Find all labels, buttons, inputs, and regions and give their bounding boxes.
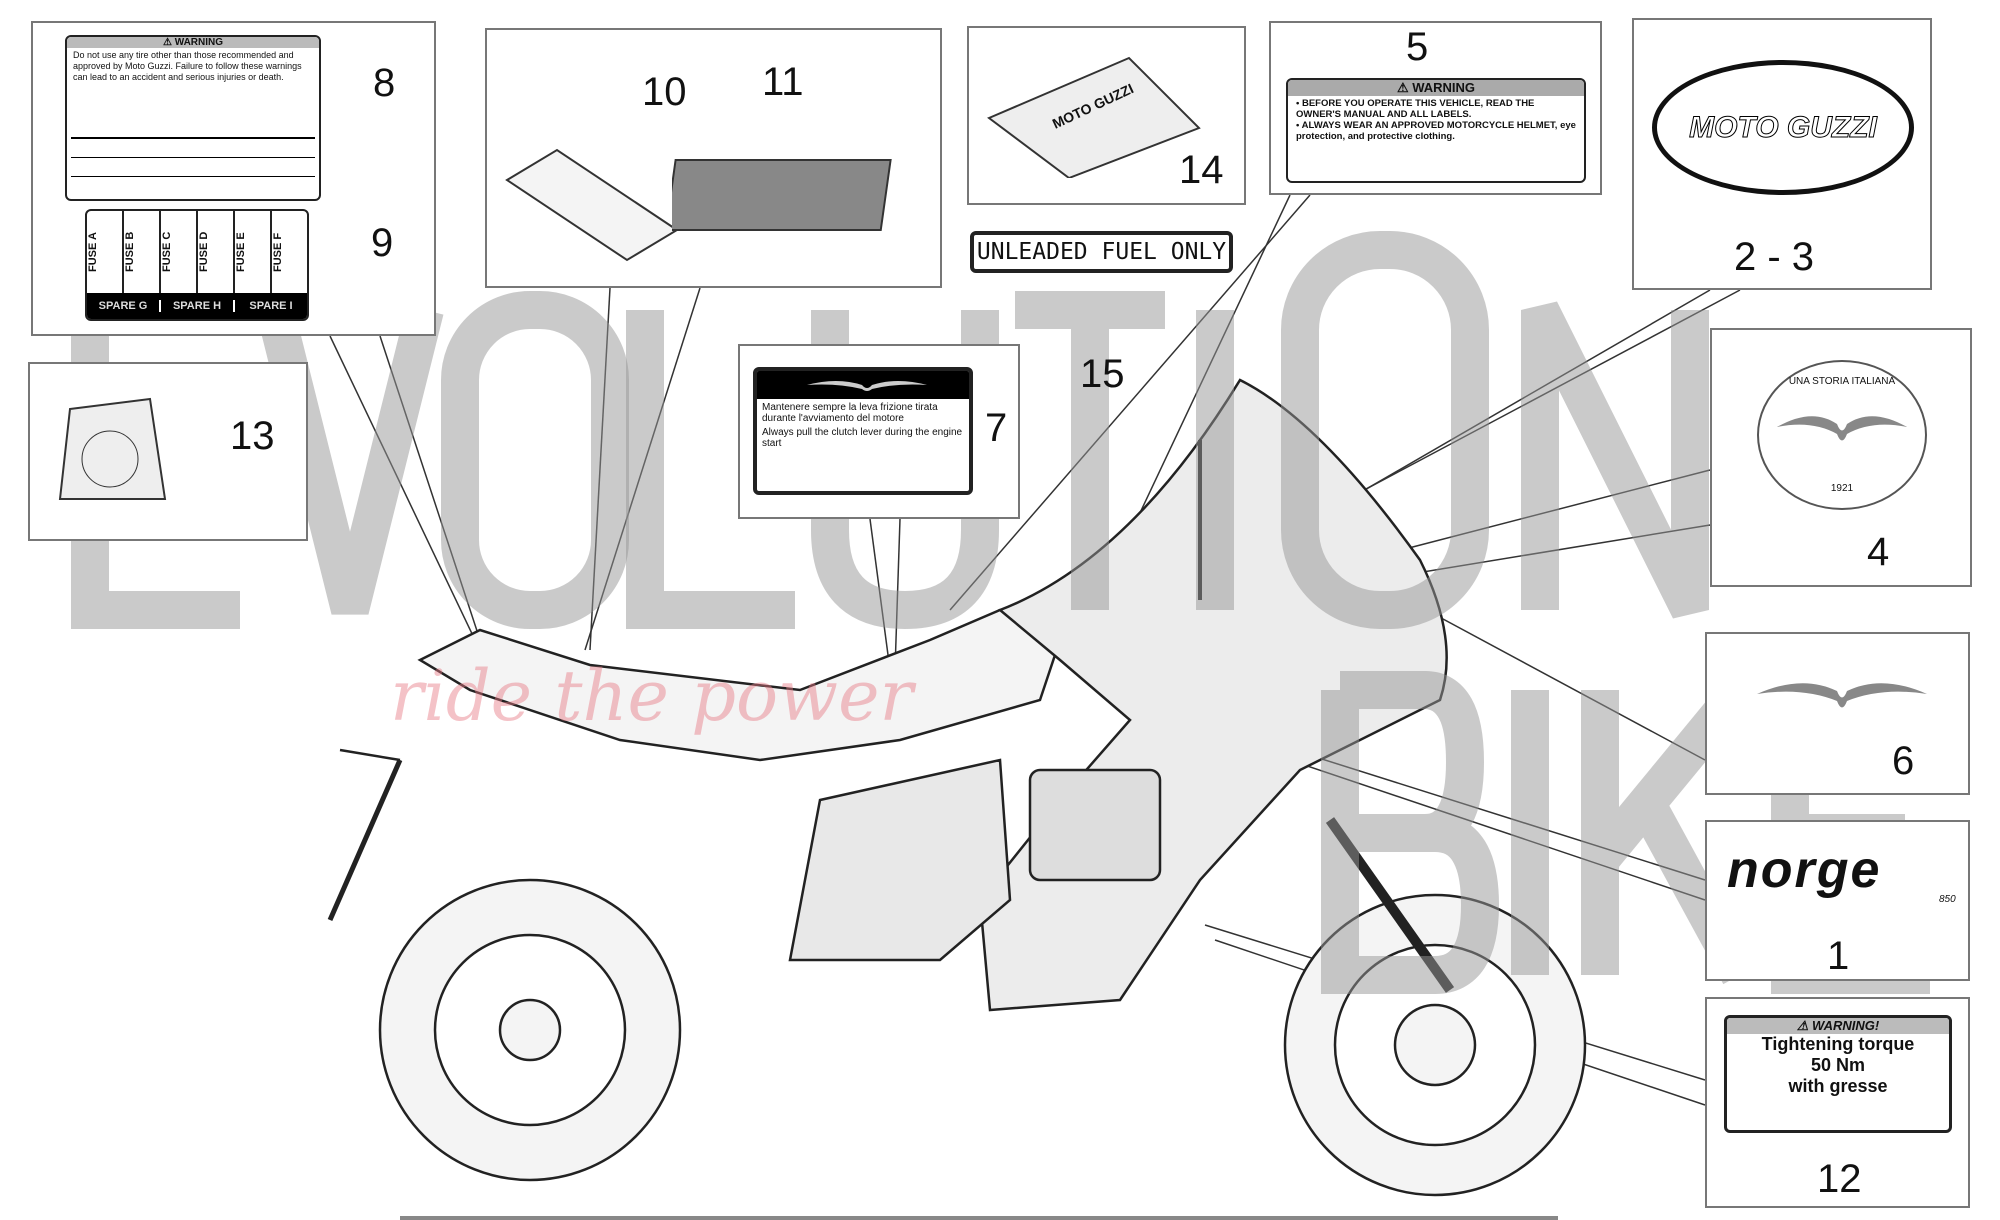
torque-line2: 50 Nm [1810, 1055, 1866, 1075]
toolkit-bag-icon [58, 397, 167, 500]
moto-guzzi-oval-badge: MOTO GUZZI [1652, 60, 1914, 195]
torque-line3: with gresse [1788, 1076, 1888, 1096]
callout-4: 4 [1867, 530, 1890, 574]
eagle-logo-icon [807, 381, 927, 391]
emblem-bottom-text: 1921 [1830, 483, 1854, 494]
callout-9: 9 [371, 221, 394, 265]
manual-pouch-icon [505, 148, 679, 262]
unleaded-fuel-text: UNLEADED FUEL ONLY [976, 239, 1227, 265]
callout-8: 8 [373, 61, 396, 105]
spare-i: SPARE I [233, 300, 307, 312]
clutch-text-italian: Mantenere sempre la leva frizione tirata… [762, 402, 938, 424]
tyre-pressure-table [71, 137, 315, 195]
unleaded-fuel-label: UNLEADED FUEL ONLY [970, 231, 1233, 273]
tyre-warning-title: ⚠ WARNING [67, 37, 319, 48]
torque-warning-title: ⚠ WARNING! [1727, 1018, 1949, 1034]
fuse-e: FUSE E [235, 211, 272, 293]
operate-warning-line2: • ALWAYS WEAR AN APPROVED MOTORCYCLE HEL… [1296, 120, 1576, 142]
panel-manual-10-11: 10 11 [485, 28, 942, 288]
fuse-a: FUSE A [87, 211, 124, 293]
callout-15: 15 [1080, 352, 1125, 396]
eagle-logo [757, 371, 969, 399]
panel-document-holder-14: MOTO GUZZI 14 [967, 26, 1246, 205]
callout-6: 6 [1892, 739, 1915, 783]
spare-g: SPARE G [98, 300, 148, 312]
callout-2-3: 2 - 3 [1734, 235, 1815, 279]
operate-warning-line1: • BEFORE YOU OPERATE THIS VEHICLE, READ … [1296, 98, 1535, 120]
tyre-warning-label: ⚠ WARNING Do not use any tire other than… [65, 35, 321, 201]
tyre-warning-body: Do not use any tire other than those rec… [73, 50, 302, 82]
spare-h: SPARE H [159, 300, 233, 312]
callout-7: 7 [985, 406, 1008, 450]
operate-warning-title: ⚠ WARNING [1288, 80, 1584, 96]
fuse-b: FUSE B [124, 211, 161, 293]
callout-12: 12 [1817, 1157, 1862, 1201]
emblem-top-text: UNA STORIA ITALIANA [1788, 376, 1896, 387]
callout-14: 14 [1179, 148, 1224, 192]
owners-manual-icon [672, 159, 892, 231]
panel-norge-decal-1: norge 850 1 [1705, 820, 1970, 981]
panel-torque-label-12: ⚠ WARNING! Tightening torque 50 Nm with … [1705, 997, 1970, 1208]
fuse-label: FUSE A FUSE B FUSE C FUSE D FUSE E FUSE … [85, 209, 309, 321]
panel-clutch-label-7: Mantenere sempre la leva frizione tirata… [738, 344, 1020, 519]
clutch-text-english: Always pull the clutch lever during the … [762, 427, 963, 449]
eagle-emblem: UNA STORIA ITALIANA 1921 [1757, 360, 1927, 510]
callout-13: 13 [230, 414, 275, 458]
panel-eagle-emblem-4: UNA STORIA ITALIANA 1921 4 [1710, 328, 1972, 587]
moto-guzzi-text: MOTO GUZZI [1689, 110, 1878, 144]
panel-moto-guzzi-badge-2-3: MOTO GUZZI 2 - 3 [1632, 18, 1932, 290]
fuse-d: FUSE D [198, 211, 235, 293]
norge-logo-text: norge [1727, 841, 1882, 899]
callout-11: 11 [762, 60, 804, 104]
eagle-decal-icon [1757, 683, 1927, 708]
torque-line1: Tightening torque [1761, 1034, 1915, 1054]
norge-model-number: 850 [1939, 894, 1956, 905]
eagle-icon [1777, 416, 1907, 441]
clutch-warning-label: Mantenere sempre la leva frizione tirata… [753, 367, 973, 495]
fuse-c: FUSE C [161, 211, 198, 293]
fuse-f: FUSE F [272, 232, 284, 272]
callout-1: 1 [1827, 934, 1850, 978]
panel-toolkit-13: 13 [28, 362, 308, 541]
callout-5: 5 [1406, 25, 1429, 69]
panel-labels-8-9: ⚠ WARNING Do not use any tire other than… [31, 21, 436, 336]
panel-eagle-decal-6: 6 [1705, 632, 1970, 795]
callout-10: 10 [642, 70, 687, 114]
operate-warning-label: ⚠ WARNING • BEFORE YOU OPERATE THIS VEHI… [1286, 78, 1586, 183]
document-holder-icon [987, 56, 1201, 178]
panel-warning-label-5: 5 ⚠ WARNING • BEFORE YOU OPERATE THIS VE… [1269, 21, 1602, 195]
torque-warning-label: ⚠ WARNING! Tightening torque 50 Nm with … [1724, 1015, 1952, 1133]
